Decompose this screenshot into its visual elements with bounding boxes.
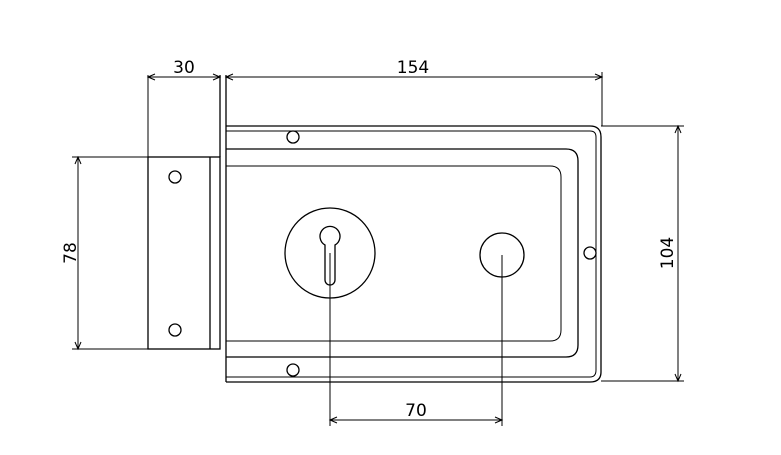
bracket-screw-hole-bottom xyxy=(168,323,182,337)
dimension-label-78: 78 xyxy=(61,242,81,264)
dimension-label-104: 104 xyxy=(658,237,678,269)
side-bracket xyxy=(147,75,221,350)
lock-body xyxy=(225,75,602,383)
dimension-overall-height: 104 xyxy=(601,124,684,383)
dimension-bracket-height: 78 xyxy=(61,155,148,351)
dimension-bracket-width: 30 xyxy=(146,58,222,157)
dimension-label-154: 154 xyxy=(397,58,429,78)
bracket-screw-hole-top xyxy=(168,170,182,184)
dimension-label-30: 30 xyxy=(173,58,195,78)
dimension-hole-spacing: 70 xyxy=(328,253,504,426)
body-screw-hole-top xyxy=(286,130,300,144)
body-screw-hole-right xyxy=(583,246,597,260)
dimension-label-70: 70 xyxy=(405,401,427,421)
dimension-overall-width: 154 xyxy=(224,58,604,126)
body-screw-hole-bottom xyxy=(286,363,300,377)
